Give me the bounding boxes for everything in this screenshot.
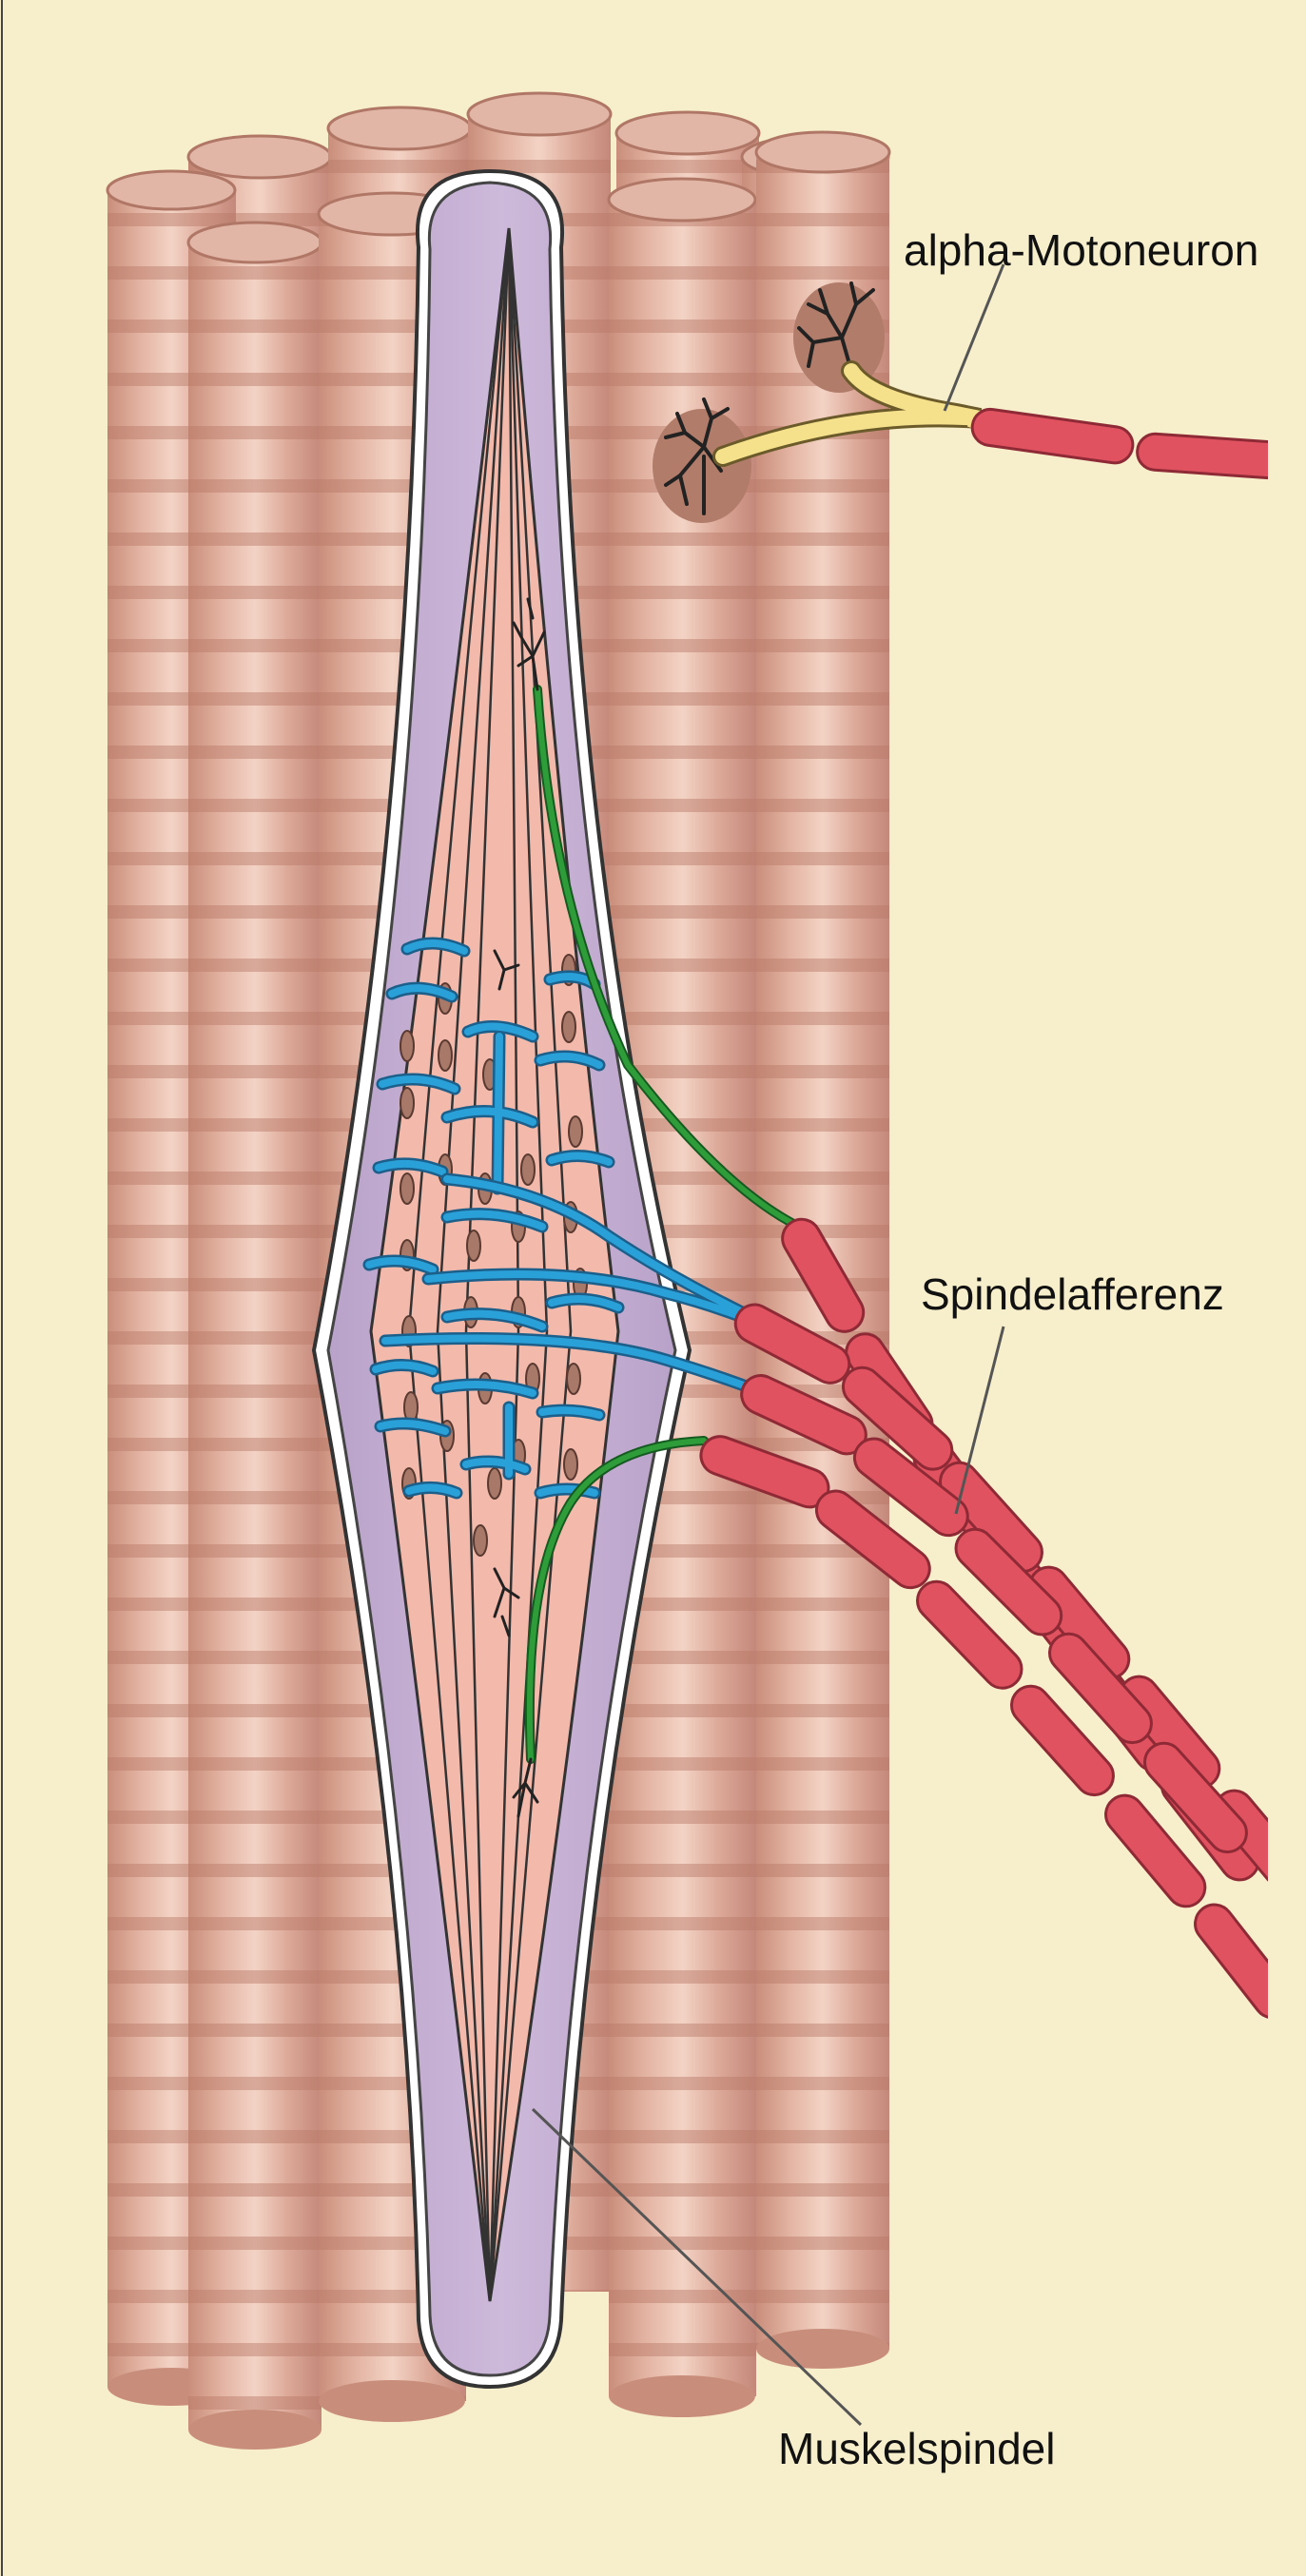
nerve-fiber-3 (740, 1374, 1248, 1854)
muscle-spindle (311, 168, 804, 2390)
afferent-branches (379, 1172, 758, 1395)
nerve-fiber-4 (699, 1435, 1294, 2020)
gamma-efferents (524, 685, 804, 1764)
alpha-motoneuron-axon (712, 360, 1306, 481)
gamma-endings (493, 597, 546, 1818)
annulospiral-endings-fill (365, 939, 622, 1497)
end-plate-branches (664, 281, 875, 515)
muscle-fiber (186, 221, 323, 2450)
leader-muscle-spindle (531, 2107, 863, 2427)
leader-spindle-afferent (954, 1326, 1005, 1515)
myelin-segment (970, 407, 1135, 465)
myelin-segment (1136, 432, 1306, 481)
leader-lines (531, 263, 1005, 2427)
right-margin-mask (1268, 0, 1306, 2576)
leader-alpha-motoneuron (943, 263, 1005, 412)
label-alpha-motoneuron: alpha-Motoneuron (904, 225, 1259, 275)
motor-end-plates (653, 281, 885, 523)
label-spindle-afferent: Spindelafferenz (921, 1269, 1224, 1319)
label-muscle-spindle: Muskelspindel (778, 2424, 1056, 2473)
